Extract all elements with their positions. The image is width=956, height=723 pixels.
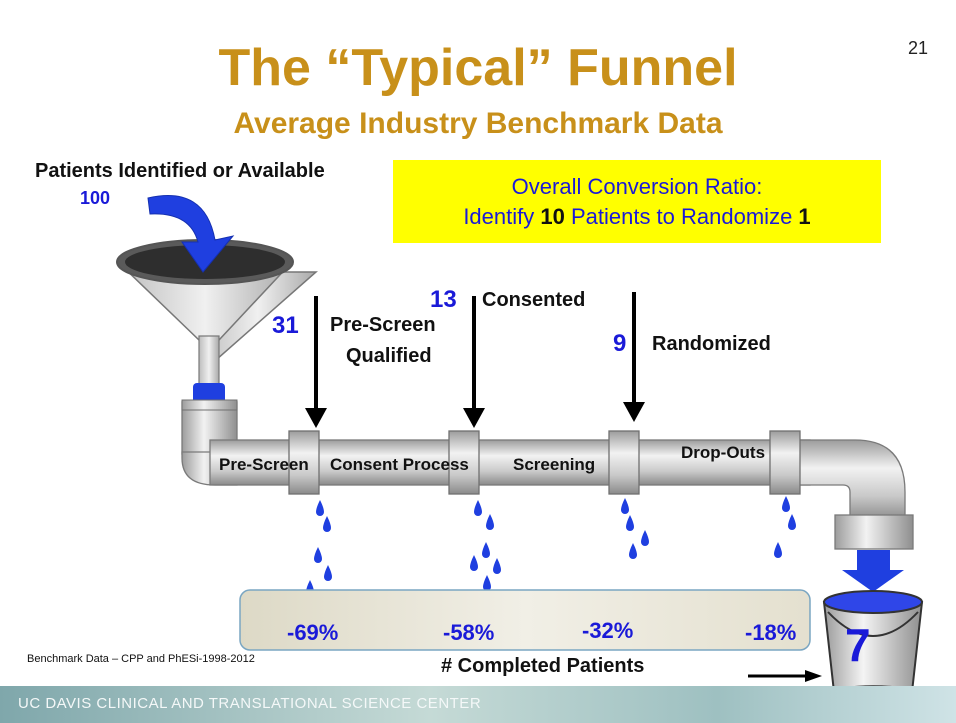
conversion-identify-count: 10 bbox=[540, 204, 565, 229]
conversion-ratio-title: Overall Conversion Ratio: bbox=[511, 174, 763, 199]
dropoff-consent: -58% bbox=[443, 620, 495, 645]
bucket-icon bbox=[822, 590, 924, 699]
water-drops bbox=[306, 496, 796, 596]
prescreen-label-line1: Pre-Screen bbox=[330, 314, 436, 336]
dropoff-box bbox=[239, 589, 811, 651]
randomized-count: 9 bbox=[613, 330, 627, 357]
input-arrow-icon bbox=[147, 195, 235, 273]
conversion-ratio-line: Identify 10 Patients to Randomize 1 bbox=[393, 202, 881, 232]
pipeline bbox=[181, 399, 914, 550]
prescreen-label-line2: Qualified bbox=[346, 345, 432, 367]
conversion-text-a: Identify bbox=[463, 204, 541, 229]
patients-identified-label: Patients Identified or Available bbox=[35, 160, 325, 182]
footer-bar bbox=[0, 686, 956, 723]
footer-text: UC DAVIS CLINICAL AND TRANSLATIONAL SCIE… bbox=[18, 695, 482, 712]
slide-title: The “Typical” Funnel bbox=[218, 39, 738, 97]
patients-identified-count: 100 bbox=[80, 188, 111, 208]
completed-arrow-icon bbox=[748, 670, 822, 682]
dropoff-dropouts: -18% bbox=[745, 620, 797, 645]
milestone-arrows bbox=[305, 292, 645, 428]
conversion-ratio-box: Overall Conversion Ratio: Identify 10 Pa… bbox=[393, 160, 881, 243]
consented-count: 13 bbox=[430, 286, 457, 313]
page-number: 21 bbox=[907, 38, 928, 58]
source-note: Benchmark Data – CPP and PhESi-1998-2012 bbox=[27, 653, 255, 665]
output-arrow-icon bbox=[842, 550, 904, 592]
slide-subtitle: Average Industry Benchmark Data bbox=[233, 107, 723, 140]
dropoff-screening: -32% bbox=[582, 618, 634, 643]
dropoff-prescreen: -69% bbox=[287, 620, 339, 645]
completed-label: # Completed Patients bbox=[441, 655, 645, 677]
stage-screening: Screening bbox=[513, 455, 596, 474]
stage-prescreen: Pre-Screen bbox=[219, 455, 309, 474]
stage-consent-process: Consent Process bbox=[330, 455, 469, 474]
conversion-text-c: Patients to Randomize bbox=[564, 204, 799, 229]
completed-count: 7 bbox=[845, 619, 871, 671]
consented-label: Consented bbox=[482, 289, 586, 311]
randomized-label: Randomized bbox=[652, 333, 771, 355]
conversion-randomize-count: 1 bbox=[798, 204, 811, 229]
stage-dropouts: Drop-Outs bbox=[681, 443, 766, 462]
prescreen-count: 31 bbox=[272, 312, 299, 339]
